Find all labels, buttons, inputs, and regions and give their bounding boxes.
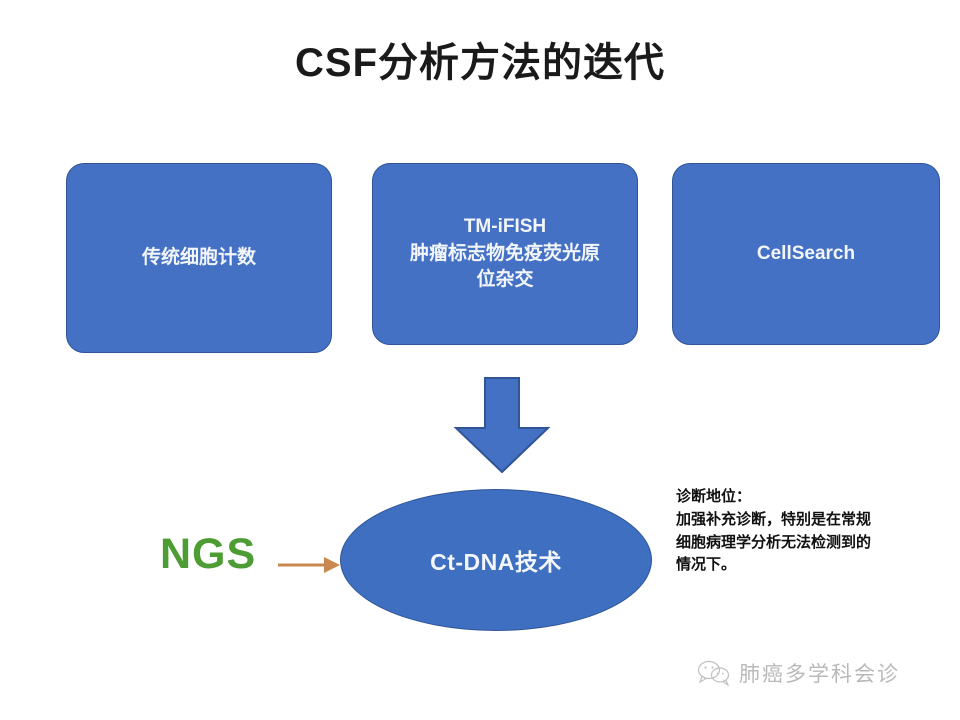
process-box-line: 位杂交 (476, 269, 534, 291)
process-box-line: 肿瘤标志物免疫荧光原 (409, 242, 600, 264)
annotation-line: 情况下。 (676, 556, 737, 574)
process-box-tm-ifish: TM-iFISH 肿瘤标志物免疫荧光原 位杂交 (372, 163, 638, 345)
process-box-line: TM-iFISH (463, 215, 547, 237)
ctdna-ellipse-label: Ct-DNA技术 (430, 549, 562, 575)
ngs-label: NGS (160, 530, 257, 578)
process-box-traditional-cell-count: 传统细胞计数 (66, 163, 332, 353)
down-arrow-icon (453, 377, 551, 474)
page-title: CSF分析方法的迭代 (295, 41, 665, 85)
process-box-line: CellSearch (756, 242, 856, 264)
process-box-cellsearch: CellSearch (672, 163, 940, 345)
process-box-text: 传统细胞计数 (142, 245, 256, 272)
annotation-text-block: 诊断地位： 加强补充诊断，特别是在常规 细胞病理学分析无法检测到的 情况下。 (676, 486, 946, 577)
process-box-text: TM-iFISH 肿瘤标志物免疫荧光原 位杂交 (410, 214, 600, 295)
annotation-line: 诊断地位： (676, 488, 752, 505)
ctdna-ellipse: Ct-DNA技术 (340, 489, 652, 631)
annotation-line: 加强补充诊断，特别是在常规 (676, 510, 872, 528)
annotation-line: 细胞病理学分析无法检测到的 (676, 533, 872, 551)
right-arrow-icon (278, 557, 340, 573)
wechat-icon (697, 660, 730, 686)
process-box-text: CellSearch (757, 241, 855, 268)
process-box-line: 传统细胞计数 (141, 246, 256, 268)
watermark-text: 肺癌多学科会诊 (739, 662, 900, 686)
watermark: 肺癌多学科会诊 (697, 658, 900, 688)
